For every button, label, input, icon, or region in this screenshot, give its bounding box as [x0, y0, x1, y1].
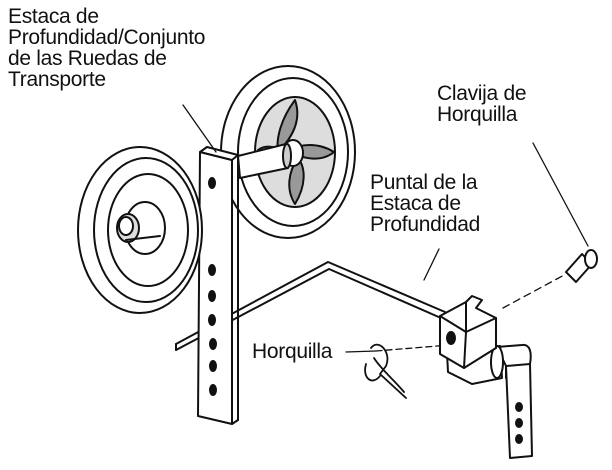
label-line: Estaca de: [370, 192, 461, 215]
label-line: Estaca de: [8, 5, 99, 28]
label-line: Puntal de la: [370, 171, 478, 194]
label-line: de las Ruedas de: [8, 47, 167, 70]
label-depth-stake-wheel-assembly: Estaca de Profundidad/Conjunto de las Ru…: [8, 6, 205, 90]
front-wheel: [77, 146, 203, 314]
label-line: Clavija de: [437, 82, 527, 105]
hitch-pin: [565, 249, 598, 283]
label-line: Profundidad: [370, 213, 480, 236]
label-line: Horquilla: [437, 103, 518, 126]
label-line: Horquilla: [252, 340, 333, 363]
depth-stake-bar: [197, 146, 239, 425]
label-depth-stake-strut: Puntal de la Estaca de Profundidad: [370, 172, 480, 235]
label-line: Transporte: [8, 68, 106, 91]
label-line: Profundidad/Conjunto: [8, 26, 206, 49]
label-hitch-pin: Clavija de Horquilla: [437, 82, 527, 126]
leader-lines: [182, 104, 589, 353]
axle: [237, 143, 292, 179]
depth-stake-strut: [439, 295, 533, 459]
label-hairpin: Horquilla: [252, 341, 332, 362]
hairpin-clip: [364, 343, 407, 399]
